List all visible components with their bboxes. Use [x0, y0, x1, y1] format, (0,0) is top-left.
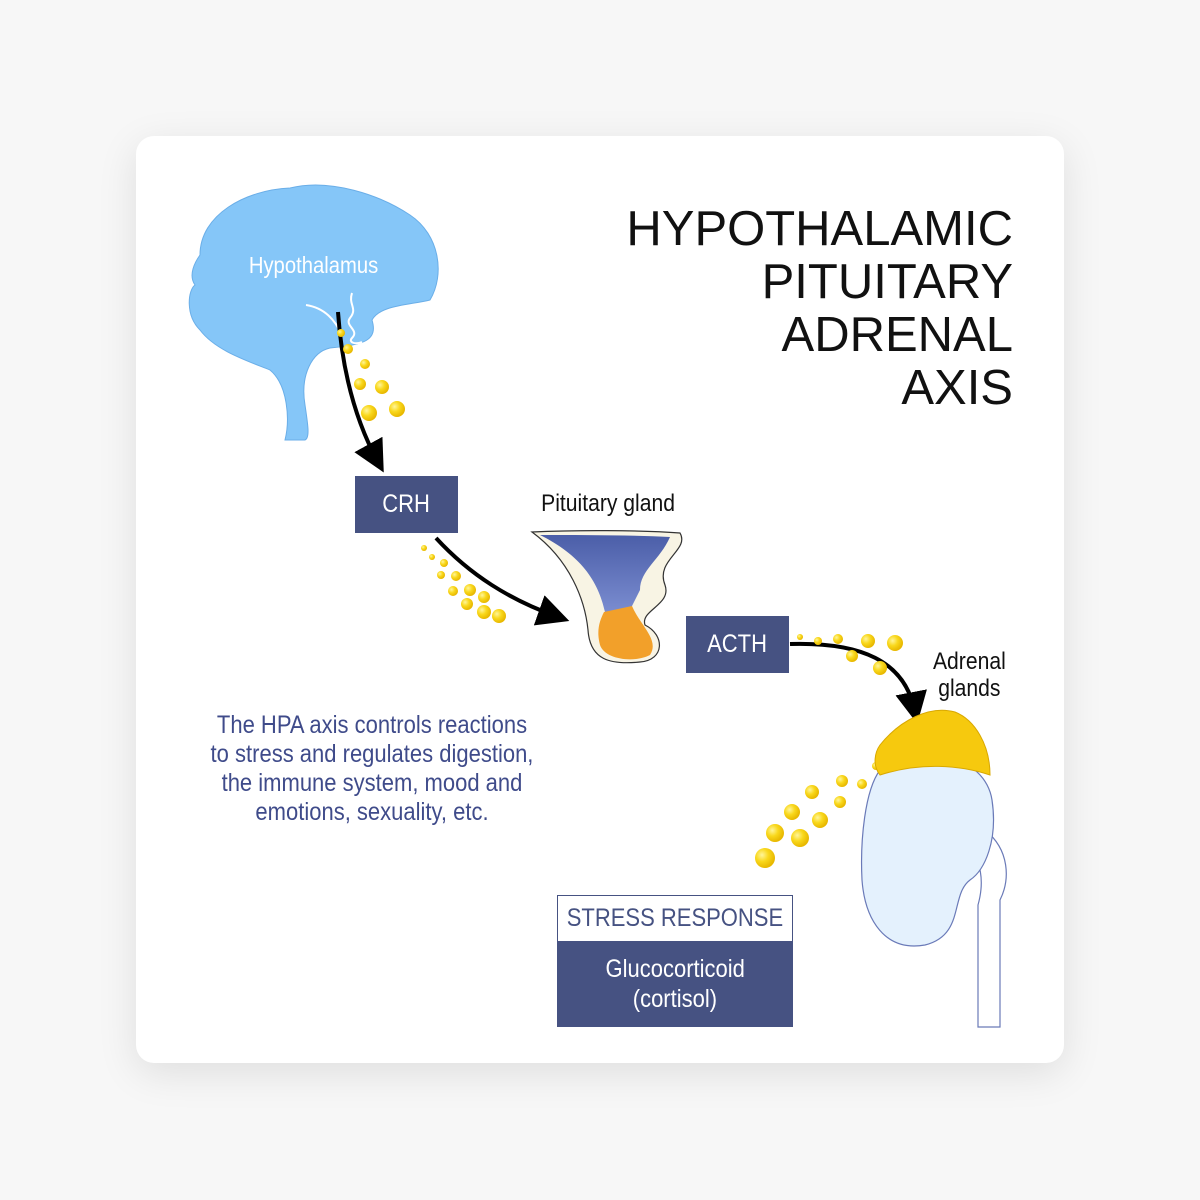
hormone-dots	[337, 329, 903, 868]
stress-response-box: STRESS RESPONSE Glucocorticoid (cortisol…	[557, 895, 793, 1027]
pituitary-label: Pituitary gland	[541, 490, 675, 517]
adrenal-kidney-shape	[861, 709, 1007, 1028]
hypothalamus-label: Hypothalamus	[248, 252, 379, 278]
pituitary-gland-shape	[530, 530, 683, 664]
stress-response-header: STRESS RESPONSE	[566, 904, 784, 932]
adrenal-label: Adrenal glands	[932, 648, 1006, 702]
title-line: PITUITARY	[761, 255, 1013, 309]
cortisol-label: Glucocorticoid (cortisol)	[558, 941, 792, 1026]
arrow-acth-to-adrenal	[789, 641, 927, 724]
title-line: AXIS	[901, 361, 1013, 415]
hypothalamus-brain-shape	[188, 184, 439, 441]
arrow-crh-to-pituitary	[434, 536, 570, 626]
hpa-description: The HPA axis controls reactions to stres…	[210, 711, 534, 826]
diagram-title: HYPOTHALAMIC PITUITARY ADRENAL AXIS	[626, 203, 1013, 415]
crh-box: CRH	[355, 476, 458, 533]
acth-box: ACTH	[686, 616, 789, 673]
title-line: HYPOTHALAMIC	[626, 202, 1013, 256]
title-line: ADRENAL	[781, 308, 1013, 362]
